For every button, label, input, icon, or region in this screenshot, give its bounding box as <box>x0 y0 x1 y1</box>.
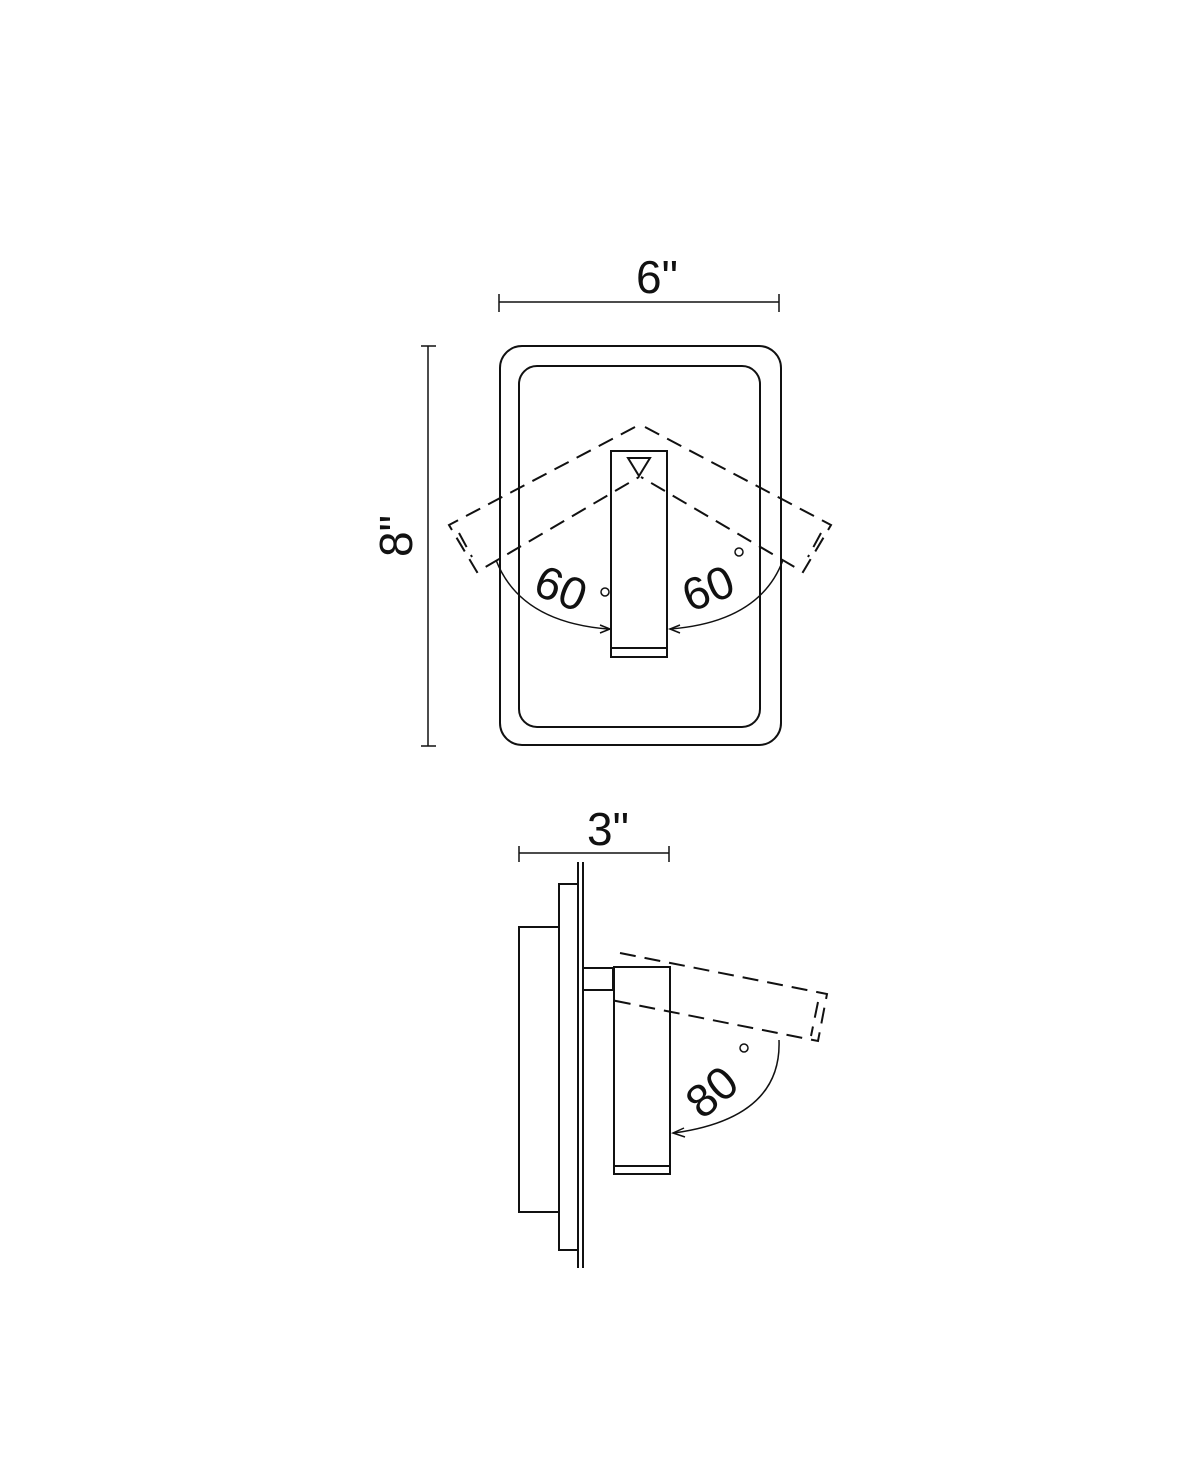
rotation-arc-right-arrow <box>667 624 681 634</box>
tilted-head-outline <box>610 952 829 1043</box>
side-arm <box>582 967 614 991</box>
tilt-arc-arrow <box>670 1127 686 1138</box>
rotated-head-right-outline <box>640 426 833 574</box>
fixture-head-pivot <box>626 457 652 478</box>
pivot-marker-right <box>734 547 744 557</box>
depth-label: 3" <box>587 803 629 855</box>
backplate-outer <box>499 345 782 746</box>
height-dimension: 8" <box>370 345 436 747</box>
side-wall-box <box>518 926 560 1213</box>
right-angle-label: 60 <box>675 554 742 621</box>
rotation-arc-left <box>495 559 609 630</box>
rotated-head-right-lens <box>807 532 822 558</box>
side-fixture-head <box>613 966 671 1175</box>
side-view: 3" 80 <box>518 803 829 1268</box>
depth-dimension: 3" <box>518 803 670 862</box>
side-backplate <box>558 883 579 1251</box>
front-view: 6" 8" <box>370 251 833 747</box>
fixture-head <box>610 450 668 658</box>
width-dimension: 6" <box>498 251 780 312</box>
rotation-arc-left-arrow <box>599 624 613 634</box>
rotated-head-left-outline <box>447 426 640 574</box>
rotated-head-left-lens <box>458 532 473 558</box>
pivot-marker-left <box>600 587 610 597</box>
tilt-arc <box>673 1039 780 1134</box>
backplate-inner <box>518 365 761 728</box>
tilt-pivot-marker <box>739 1043 749 1053</box>
tilt-angle-label: 80 <box>675 1055 748 1128</box>
rotated-head-left <box>447 426 640 574</box>
rotation-arc-right <box>669 559 784 630</box>
rotated-head-right <box>640 426 833 574</box>
left-angle-label: 60 <box>528 554 595 621</box>
width-label: 6" <box>636 251 678 303</box>
height-label: 8" <box>370 515 422 557</box>
tilted-head-lens <box>810 1001 819 1037</box>
fixture-head-body <box>610 450 668 658</box>
